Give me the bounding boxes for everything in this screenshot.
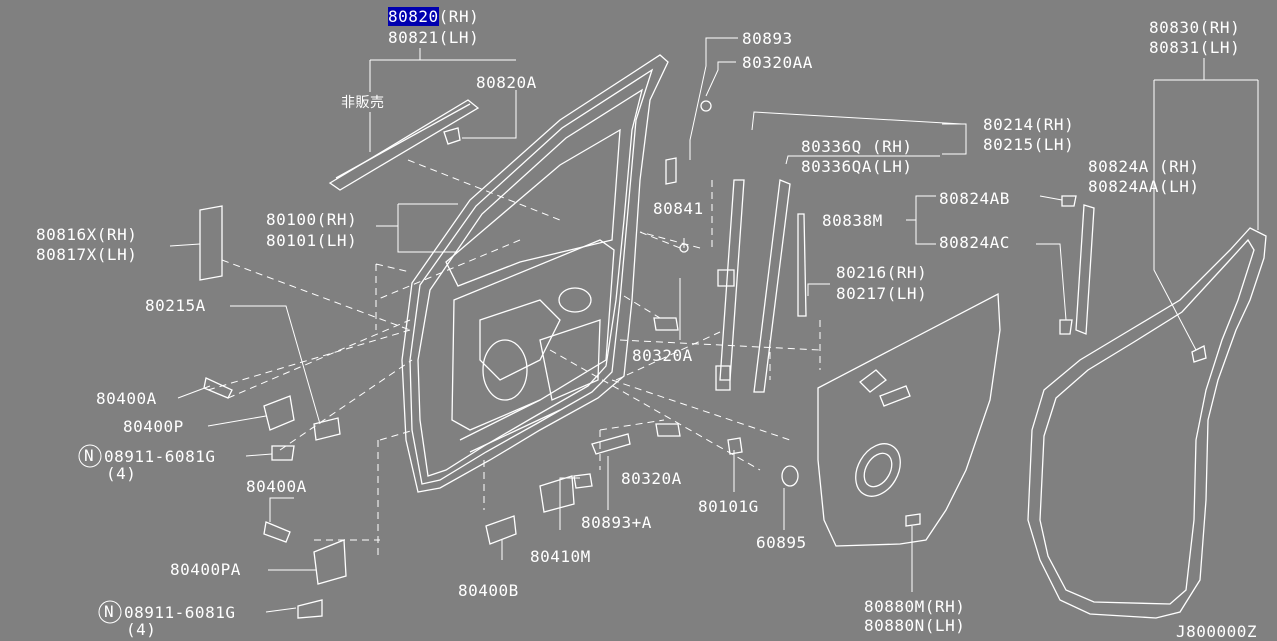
- part-label-08911-6081G-upper[interactable]: 08911-6081G: [104, 447, 216, 466]
- door-sash-rails: [715, 179, 1095, 393]
- window-moulding-strip: [328, 99, 480, 191]
- part-label-80838M[interactable]: 80838M: [822, 211, 883, 230]
- door-trim-panel: [817, 292, 1001, 547]
- part-label-80893A[interactable]: 80893+A: [581, 513, 652, 532]
- part-label-80101G[interactable]: 80101G: [698, 497, 759, 516]
- part-label-60895[interactable]: 60895: [756, 533, 807, 552]
- part-label-80824AC[interactable]: 80824AC: [939, 233, 1010, 252]
- part-label-80100[interactable]: 80100(RH): [266, 210, 358, 229]
- part-label-80336QA[interactable]: 80336QA(LH): [801, 157, 913, 176]
- part-label-80817X[interactable]: 80817X(LH): [36, 245, 138, 264]
- part-suffix-80820: (RH): [438, 7, 480, 26]
- part-label-80830[interactable]: 80830(RH): [1149, 18, 1241, 37]
- door-panel-frame: [401, 54, 669, 493]
- part-label-80320A-upper[interactable]: 80320A: [632, 346, 693, 365]
- part-label-80841[interactable]: 80841: [653, 199, 704, 218]
- part-label-80821[interactable]: 80821(LH): [388, 28, 480, 47]
- weatherstrip-seal: [1027, 227, 1267, 619]
- part-label-80215A[interactable]: 80215A: [145, 296, 206, 315]
- part-label-80824A[interactable]: 80824A (RH): [1088, 157, 1200, 176]
- part-label-80400P[interactable]: 80400P: [123, 417, 184, 436]
- part-label-80336Q[interactable]: 80336Q (RH): [801, 137, 913, 156]
- part-code-80820-highlighted[interactable]: 80820: [388, 7, 439, 26]
- part-label-80824AA[interactable]: 80824AA(LH): [1088, 177, 1200, 196]
- part-label-80320AA[interactable]: 80320AA: [742, 53, 813, 72]
- quantity-lower: (4): [126, 620, 157, 639]
- nut-symbol-2: N: [104, 602, 115, 621]
- part-label-80400B[interactable]: 80400B: [458, 581, 519, 600]
- part-label-80101[interactable]: 80101(LH): [266, 231, 358, 250]
- part-label-80831[interactable]: 80831(LH): [1149, 38, 1241, 57]
- nut-symbol-circle-2: [98, 600, 122, 624]
- part-label-80400A-lower[interactable]: 80400A: [246, 477, 307, 496]
- part-label-80217[interactable]: 80217(LH): [836, 284, 928, 303]
- part-label-80400A-upper[interactable]: 80400A: [96, 389, 157, 408]
- fasteners-and-hinges: [199, 100, 799, 619]
- part-label-80320A-lower[interactable]: 80320A: [621, 469, 682, 488]
- nut-symbol-circle-1: [78, 444, 102, 468]
- diagram-reference-code: J800000Z: [1176, 622, 1258, 641]
- part-label-80215[interactable]: 80215(LH): [983, 135, 1075, 154]
- part-label-80816X[interactable]: 80816X(RH): [36, 225, 138, 244]
- nut-symbol-1: N: [84, 446, 95, 465]
- part-label-80216[interactable]: 80216(RH): [836, 263, 928, 282]
- part-label-80893[interactable]: 80893: [742, 29, 793, 48]
- quantity-upper: (4): [106, 464, 137, 483]
- part-label-80880M[interactable]: 80880M(RH): [864, 597, 966, 616]
- part-label-80880N[interactable]: 80880N(LH): [864, 616, 966, 635]
- not-for-sale-note: 非販売: [341, 95, 385, 111]
- part-label-80824AB[interactable]: 80824AB: [939, 189, 1010, 208]
- part-label-80410M[interactable]: 80410M: [530, 547, 591, 566]
- part-label-80820[interactable]: 80820(RH): [388, 7, 480, 26]
- part-label-80820A[interactable]: 80820A: [476, 73, 537, 92]
- part-label-08911-6081G-lower[interactable]: 08911-6081G: [124, 603, 236, 622]
- part-label-80400PA[interactable]: 80400PA: [170, 560, 241, 579]
- part-label-80214[interactable]: 80214(RH): [983, 115, 1075, 134]
